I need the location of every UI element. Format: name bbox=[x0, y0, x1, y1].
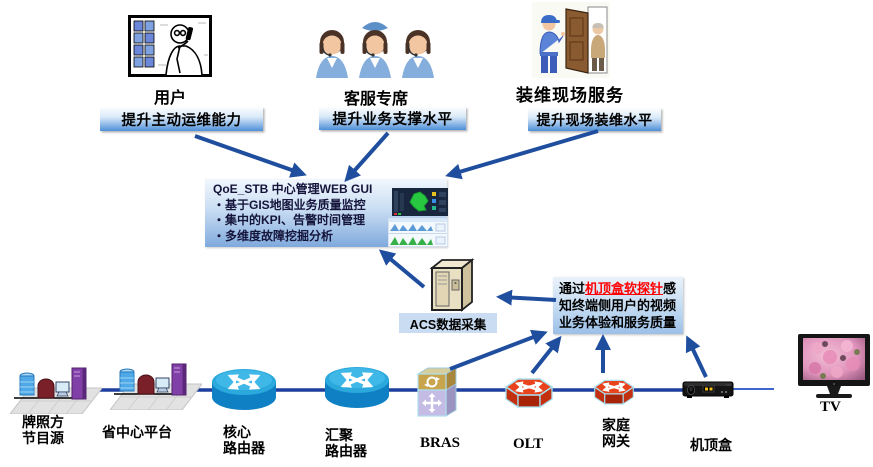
arrow-technician-to-qoe bbox=[445, 129, 599, 180]
arrow-stb-to-probe bbox=[685, 335, 708, 378]
home-gateway-label: 家庭 网关 bbox=[602, 417, 630, 449]
call-center-agents-icon bbox=[310, 20, 440, 78]
tv-icon bbox=[795, 332, 873, 404]
server-tower-icon bbox=[426, 256, 476, 314]
qoe-bullet-2: ・集中的KPI、告警时间管理 bbox=[213, 213, 366, 227]
qoe-management-box: QoE_STB 中心管理WEB GUI ・基于GIS地图业务质量监控 ・集中的K… bbox=[205, 179, 448, 247]
arrow-user-to-qoe bbox=[194, 134, 307, 178]
province-label: 省中心平台 bbox=[102, 424, 172, 440]
bras-label: BRAS bbox=[420, 435, 461, 451]
user-banner: 提升主动运维能力 bbox=[100, 107, 263, 131]
technician-label: 装维现场服务 bbox=[516, 86, 624, 105]
core-router-icon bbox=[210, 368, 278, 412]
arrow-olt-to-probe bbox=[530, 335, 562, 375]
arrow-agents-to-qoe bbox=[344, 131, 390, 182]
arrow-acs-to-qoe bbox=[378, 249, 426, 289]
home-gateway-icon bbox=[588, 376, 640, 410]
bras-icon bbox=[416, 366, 458, 418]
arrow-bras-to-probe bbox=[449, 329, 548, 371]
agg-router-label: 汇聚 路由器 bbox=[325, 427, 367, 459]
core-router-label: 核心 路由器 bbox=[223, 424, 265, 456]
probe-text-suffix: 感知终端侧用户的视频业务体验和服务质量 bbox=[559, 281, 677, 330]
qoe-title: QoE_STB 中心管理WEB GUI bbox=[213, 182, 373, 196]
technician-banner: 提升现场装维水平 bbox=[528, 108, 661, 131]
stb-icon bbox=[682, 374, 734, 402]
licensor-label: 牌照方 节目源 bbox=[22, 414, 64, 446]
tv-label: TV bbox=[820, 399, 841, 415]
probe-text-highlight: 机顶盒软探针 bbox=[585, 281, 664, 296]
qoe-bullet-3: ・多维度故障挖掘分析 bbox=[213, 228, 334, 243]
agg-router-icon bbox=[323, 366, 391, 410]
probe-text-prefix: 通过 bbox=[559, 281, 586, 296]
user-on-phone-icon bbox=[128, 15, 212, 77]
agents-banner: 提升业务支撑水平 bbox=[319, 107, 466, 130]
olt-icon bbox=[498, 374, 560, 414]
province-platform-icon bbox=[110, 358, 202, 410]
arrow-probe-to-acs bbox=[496, 289, 557, 306]
acs-label: ACS数据采集 bbox=[399, 313, 497, 333]
licensor-platform-icon bbox=[10, 362, 102, 414]
kpi-area-charts-icon bbox=[388, 218, 448, 247]
agents-label: 客服专席 bbox=[343, 91, 408, 108]
probe-text-box: 通过机顶盒软探针感知终端侧用户的视频业务体验和服务质量 bbox=[553, 277, 683, 334]
stb-label: 机顶盒 bbox=[690, 437, 732, 453]
gis-map-dashboard-icon bbox=[392, 188, 448, 216]
qoe-bullet-1: ・基于GIS地图业务质量监控 bbox=[213, 197, 366, 212]
olt-label: OLT bbox=[513, 436, 544, 452]
field-technician-icon bbox=[532, 2, 610, 78]
user-label: 用户 bbox=[153, 90, 186, 107]
